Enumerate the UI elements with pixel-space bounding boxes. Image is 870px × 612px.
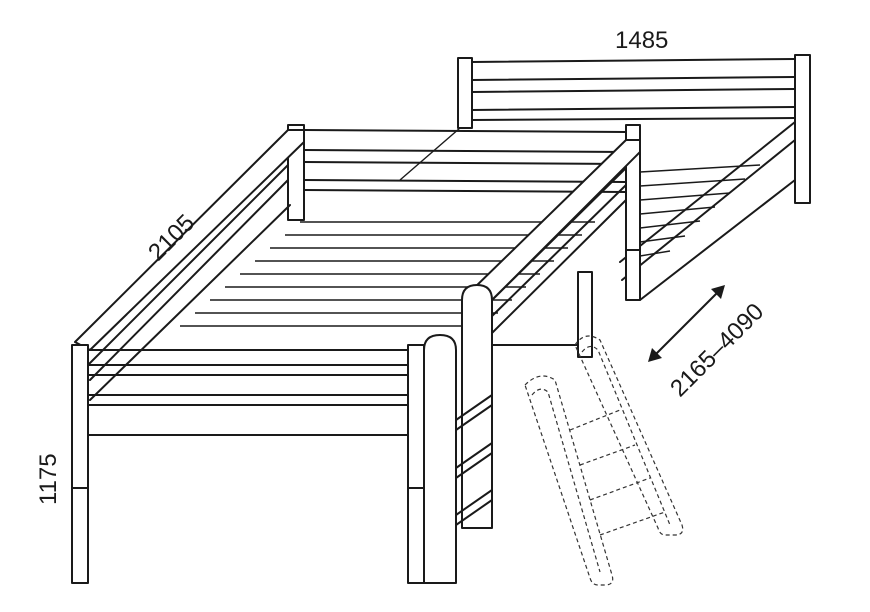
dimension-width-label: 1485 <box>615 27 668 54</box>
dimension-extension-label: 2165–4090 <box>665 298 769 402</box>
dimension-height-label: 1175 <box>35 453 62 505</box>
extension-arrow <box>648 285 725 362</box>
ladder-dashed-outline <box>524 335 684 586</box>
rear-bed-frame <box>399 54 811 301</box>
front-bed-frame <box>71 124 641 584</box>
